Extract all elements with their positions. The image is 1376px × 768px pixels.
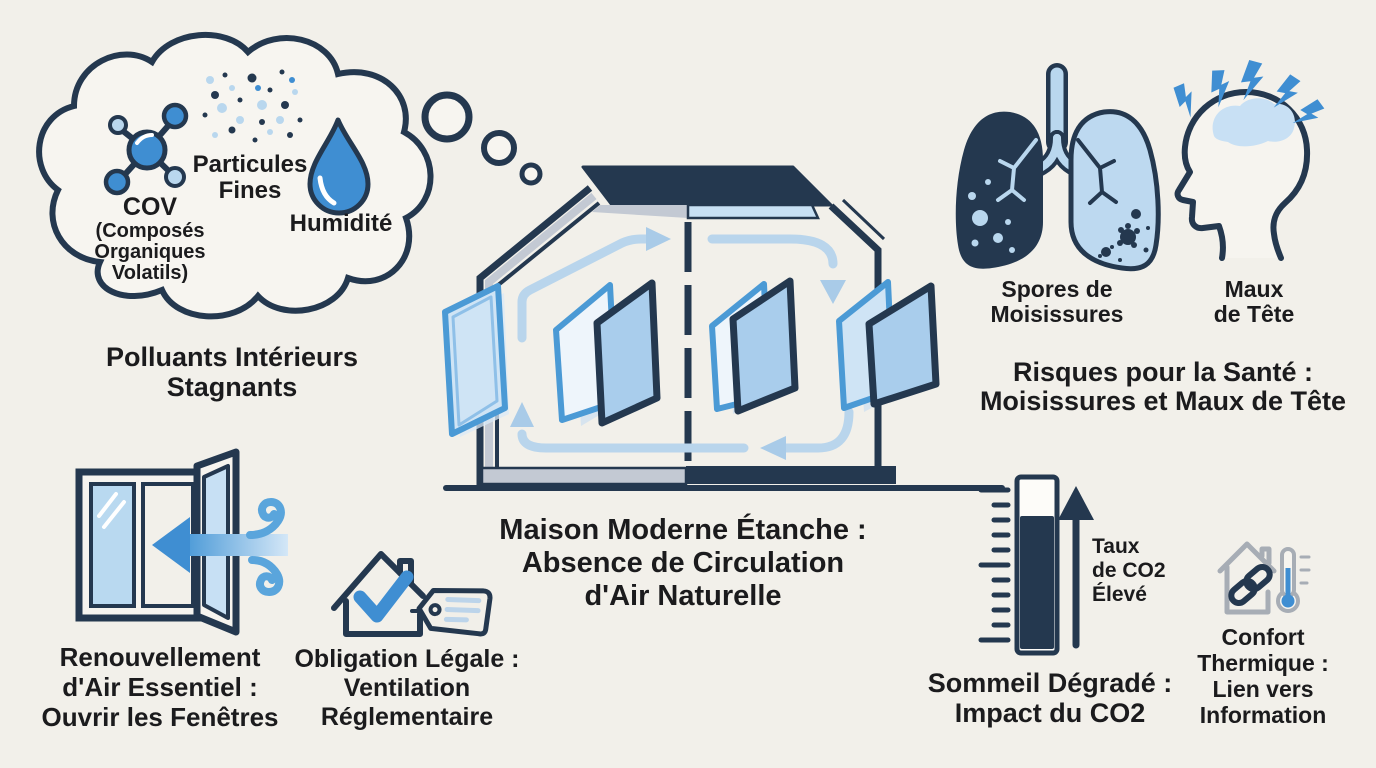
roof-slab [581, 165, 833, 207]
thought-bubble-medium [481, 130, 517, 166]
foundation-navy [686, 466, 896, 484]
brain-shape [1212, 98, 1295, 147]
open-window-icon [75, 448, 288, 636]
co2-gauge-icon [978, 474, 1094, 656]
roof-underband-blue [686, 203, 820, 220]
airtight-house-icon [442, 165, 1005, 491]
headache-head-icon [1173, 60, 1325, 261]
wind-arrow-icon [152, 497, 288, 597]
tag-icon [416, 587, 493, 637]
thought-bubble-small [519, 162, 543, 186]
sleep-co2-caption: Sommeil Dégradé :Impact du CO2 [927, 668, 1173, 728]
cov-molecule-icon [103, 102, 189, 196]
air-circulation-arrowheads [510, 227, 846, 460]
legal-house-icon [331, 551, 493, 637]
roof-underband-gray [592, 205, 688, 218]
cov-label: COV (Composés Organiques Volatils) [94, 193, 206, 284]
double-glazed-windows [442, 277, 940, 437]
gauge-fill-level [1020, 516, 1054, 649]
lungs-icon [955, 63, 1161, 272]
foundation-gray [480, 466, 688, 486]
thermometer-icon [1276, 547, 1311, 613]
checkmark-icon [353, 570, 414, 623]
gauge-scale-ticks [978, 487, 1011, 643]
comfort-house-icon [1217, 541, 1311, 615]
thought-cloud-icon [36, 31, 543, 320]
health-risks-caption: Risques pour la Santé :Moisissures et Ma… [979, 357, 1347, 416]
right-lung [1068, 109, 1161, 272]
left-lung [955, 111, 1043, 269]
pain-bolts-icon [1173, 60, 1325, 124]
link-icon [1228, 563, 1273, 607]
thought-bubble-large [421, 91, 473, 143]
house-caption: Maison Moderne Étanche :Absence de Circu… [499, 514, 867, 612]
humidity-droplet-icon [307, 117, 371, 216]
fine-particles-icon [202, 69, 303, 143]
humidity-label: Humidité [289, 210, 393, 237]
air-circulation-arrows [517, 234, 854, 453]
mold-spores [1098, 209, 1150, 262]
